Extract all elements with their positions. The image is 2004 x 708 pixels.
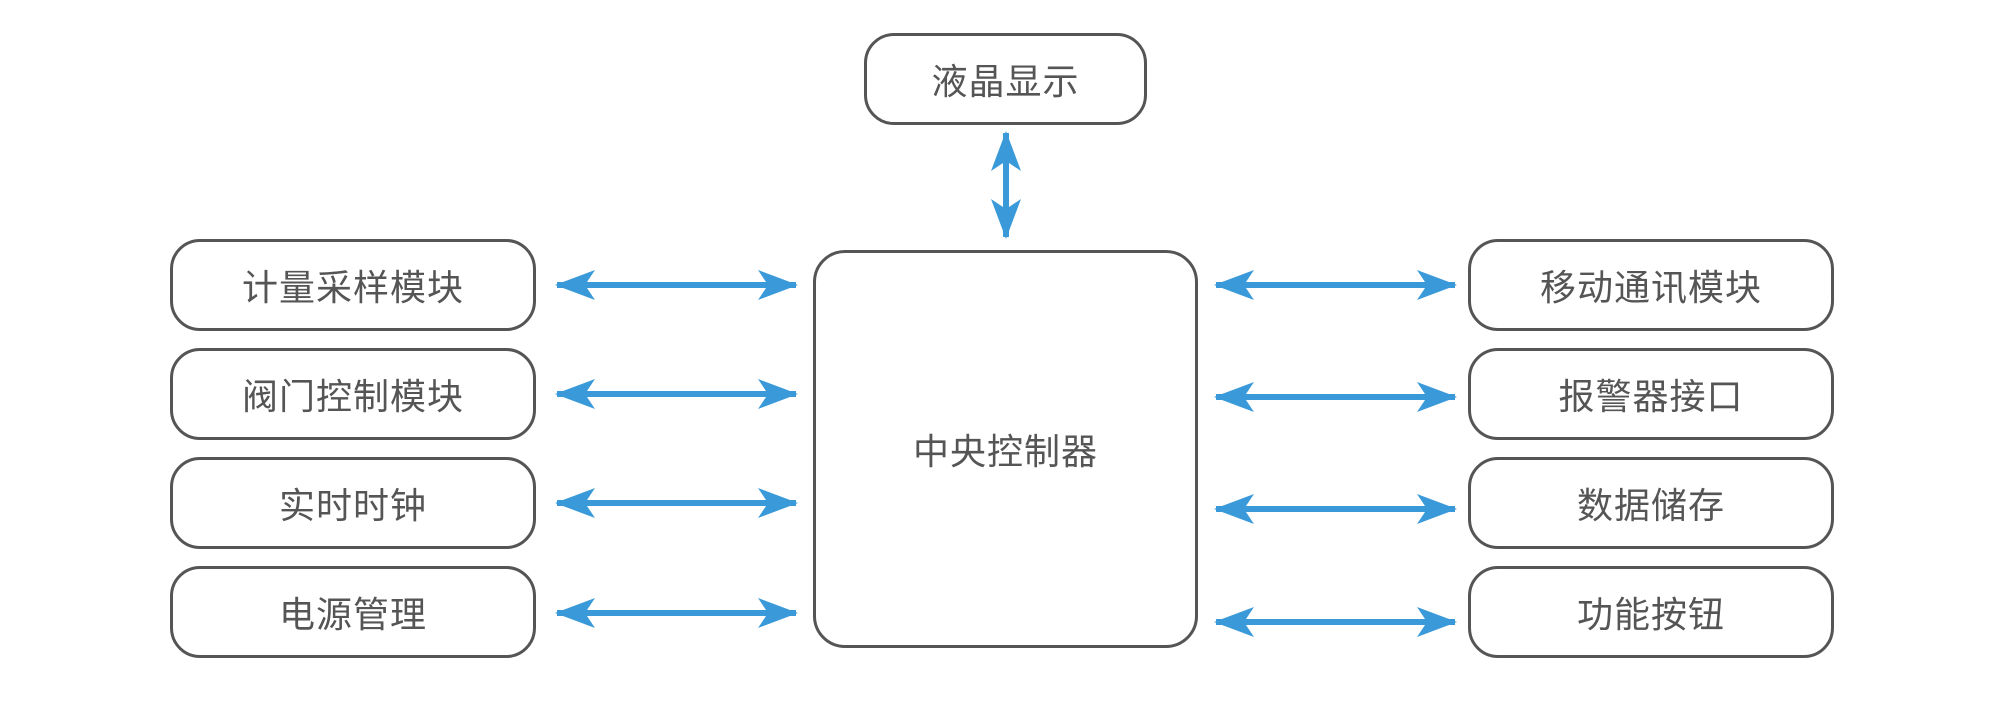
node-data-storage: 数据储存 [1468, 457, 1834, 549]
node-function-buttons: 功能按钮 [1468, 566, 1834, 658]
node-mobile-communication: 移动通讯模块 [1468, 239, 1834, 331]
node-lcd-display: 液晶显示 [864, 33, 1147, 125]
node-lcd-display-label: 液晶显示 [931, 62, 1080, 103]
node-power-management-label: 电源管理 [278, 595, 427, 636]
node-real-time-clock: 实时时钟 [170, 457, 536, 549]
node-metering-sampling: 计量采样模块 [170, 239, 536, 331]
node-function-buttons-label: 功能按钮 [1576, 595, 1725, 636]
node-metering-sampling-label: 计量采样模块 [241, 268, 464, 309]
node-power-management: 电源管理 [170, 566, 536, 658]
node-data-storage-label: 数据储存 [1576, 486, 1725, 527]
node-central-controller-label: 中央控制器 [912, 432, 1098, 473]
node-alarm-interface: 报警器接口 [1468, 348, 1834, 440]
node-real-time-clock-label: 实时时钟 [278, 486, 427, 527]
node-alarm-interface-label: 报警器接口 [1558, 377, 1744, 418]
node-valve-control-label: 阀门控制模块 [241, 377, 464, 418]
node-valve-control: 阀门控制模块 [170, 348, 536, 440]
node-central-controller: 中央控制器 [813, 250, 1198, 648]
node-mobile-communication-label: 移动通讯模块 [1539, 268, 1762, 309]
